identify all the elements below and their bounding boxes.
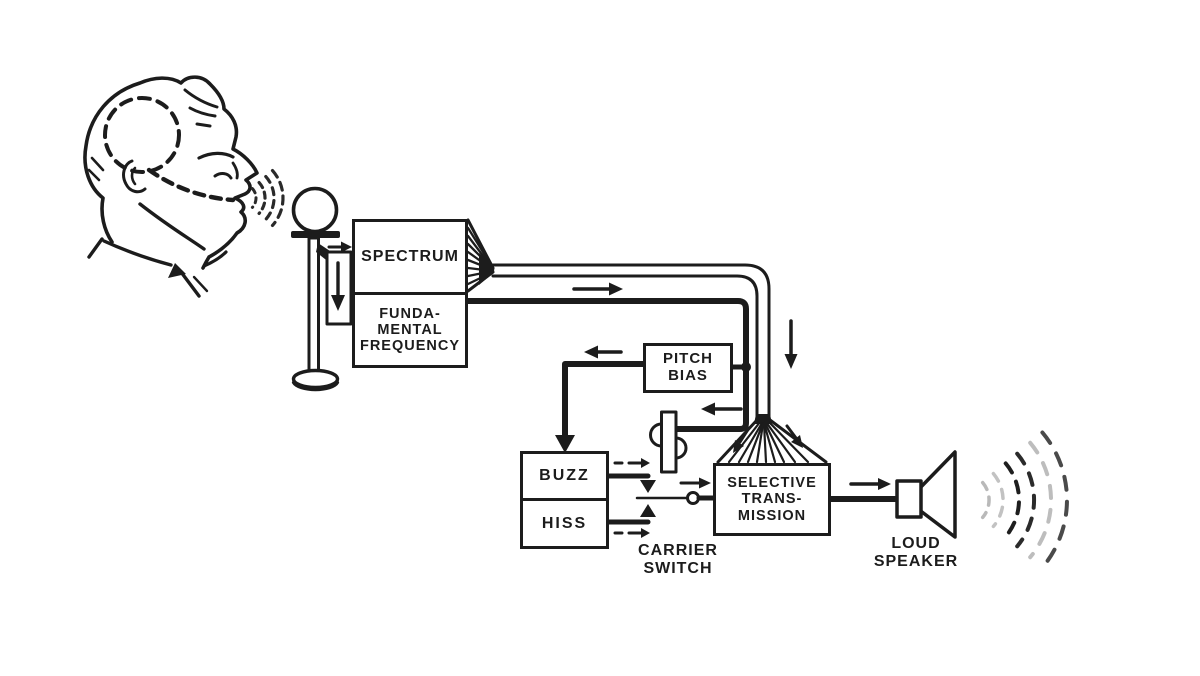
loudspeaker-horn-icon — [895, 450, 957, 539]
pitch-bias-line-2: BIAS — [668, 367, 708, 384]
flow-arrow-mic-to-spectrum — [327, 241, 352, 253]
channel-fanin-icon — [716, 414, 828, 464]
loud-speaker-line-1: LOUD — [891, 535, 941, 552]
hiss-signal-arrows — [613, 528, 650, 538]
sound-waves-icon — [980, 430, 1069, 570]
pitch-bias-box: PITCH BIAS — [643, 343, 733, 393]
buzz-box: BUZZ — [520, 451, 609, 501]
selective-line-1: SELECTIVE — [727, 475, 817, 492]
buzz-signal-arrows — [613, 458, 650, 468]
output-line — [828, 478, 900, 502]
buzz-hiss-switch-lines — [606, 473, 717, 525]
fundamental-line-1: FUNDA- — [379, 305, 441, 322]
flow-arrow-cable-right — [572, 282, 623, 296]
spectrum-fanout-icon — [466, 218, 495, 293]
flow-arrow-pitch-left — [584, 345, 623, 359]
multichannel-cable — [491, 263, 771, 419]
skull-dashed-circle-icon — [103, 96, 181, 174]
microphone-icon — [291, 186, 340, 392]
buzz-label: BUZZ — [539, 467, 590, 485]
carrier-switch-line-1: CARRIER — [638, 542, 718, 559]
selective-transmission-box: SELECTIVE TRANS- MISSION — [713, 463, 831, 536]
loud-speaker-line-2: SPEAKER — [873, 553, 959, 571]
selective-line-2: TRANS- — [741, 491, 803, 508]
spectrum-label: SPECTRUM — [361, 248, 459, 266]
fundamental-frequency-line — [463, 298, 751, 432]
hiss-box: HISS — [520, 498, 609, 549]
pitch-bias-line-1: PITCH — [663, 350, 713, 368]
flow-arrow-cable-down — [784, 319, 798, 369]
selective-line-3: MISSION — [737, 507, 807, 524]
hiss-label: HISS — [541, 514, 588, 532]
flow-arrow-to-lever — [701, 402, 743, 416]
mic-pickup-box — [316, 241, 353, 326]
pitch-bias-branch — [555, 345, 647, 453]
larynx-up-arrow-icon — [168, 263, 209, 298]
carrier-switch-line-2: SWITCH — [643, 560, 713, 578]
speaking-man-icon — [83, 75, 285, 298]
flow-arrow-down-to-fundamental — [331, 261, 345, 311]
carrier-switch-label: CARRIER SWITCH — [612, 542, 744, 579]
flow-arrow-to-speaker — [849, 478, 891, 490]
fanin-arrow-left — [733, 426, 751, 453]
fundamental-frequency-box: FUNDA- MENTAL FREQUENCY — [352, 292, 468, 368]
fundamental-line-3: FREQUENCY — [359, 338, 461, 355]
flow-arrow-into-selective — [679, 477, 711, 489]
loud-speaker-label: LOUD SPEAKER — [853, 535, 979, 572]
speech-waves-icon — [250, 169, 285, 227]
switch-lever-icon — [649, 410, 688, 474]
fanin-arrow-right — [785, 424, 803, 448]
fundamental-line-2: MENTAL — [377, 321, 443, 338]
spectrum-box: SPECTRUM — [352, 219, 468, 295]
